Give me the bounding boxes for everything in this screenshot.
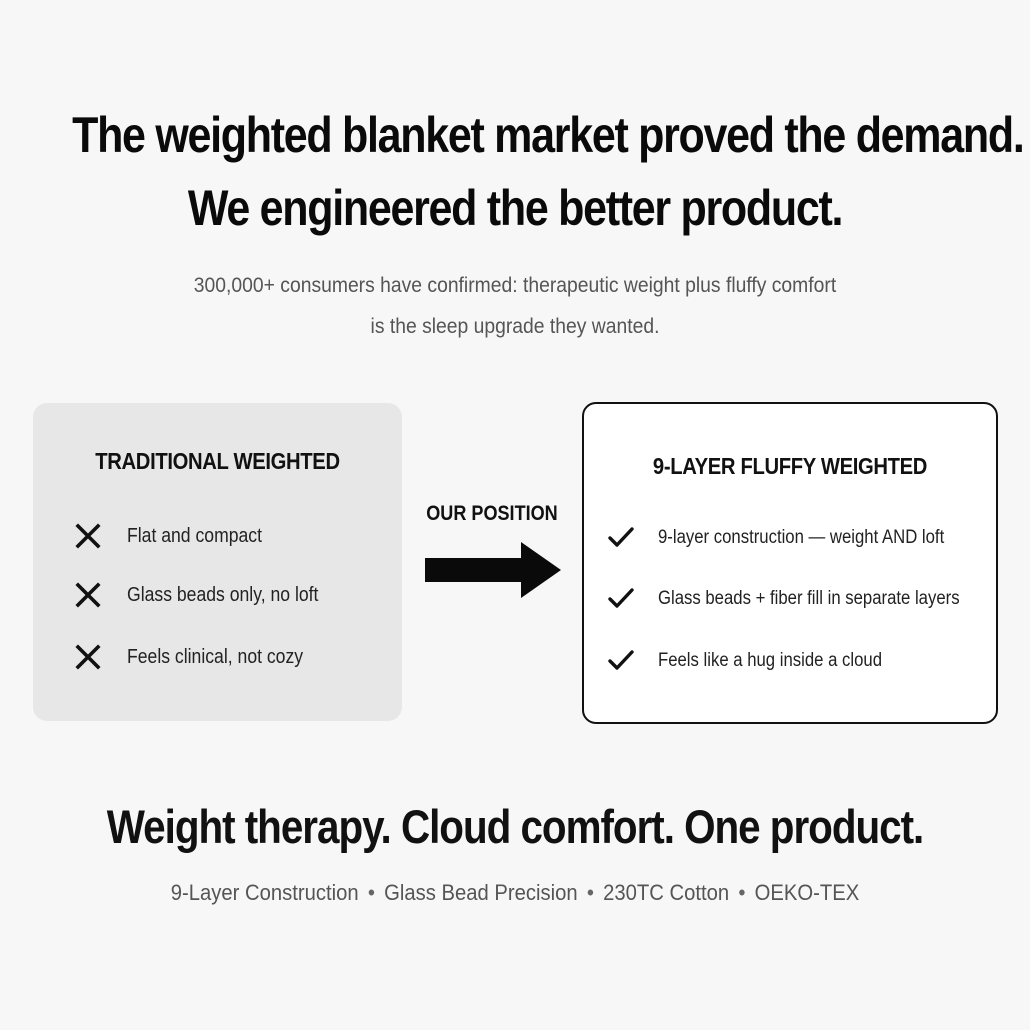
separator-dot: • [367,880,375,905]
subheadline-line-2: is the sleep upgrade they wanted. [370,315,660,338]
traditional-weighted-title: TRADITIONAL WEIGHTED [95,448,340,474]
separator-dot: • [738,880,746,905]
fluffy-item: Feels like a hug inside a cloud [584,645,913,675]
check-icon [608,588,634,608]
separator-dot: • [586,880,594,905]
fluffy-weighted-card: 9-LAYER FLUFFY WEIGHTED 9-layer construc… [582,402,998,724]
traditional-item: Feels clinical, not cozy [33,642,327,672]
headline-line-1: The weighted blanket market proved the d… [72,107,1025,163]
x-icon [75,582,101,608]
headline-line-2: We engineered the better product. [187,180,844,236]
feature-item: 9-Layer Construction [170,880,359,905]
x-icon [75,644,101,670]
traditional-item-label: Flat and compact [127,525,263,547]
tagline: Weight therapy. Cloud comfort. One produ… [106,800,924,853]
fluffy-item-label: Feels like a hug inside a cloud [658,649,883,671]
check-icon [608,527,634,547]
x-icon [75,523,101,549]
feature-item: Glass Bead Precision [384,880,578,905]
check-icon [608,650,634,670]
traditional-item-label: Glass beads only, no loft [127,584,319,606]
traditional-item: Glass beads only, no loft [33,580,345,610]
feature-list: 9-Layer Construction • Glass Bead Precisio… [41,882,989,904]
feature-item: OEKO-TEX [754,880,860,905]
fluffy-item-label: Glass beads + fiber fill in separate lay… [658,587,960,609]
traditional-weighted-card: TRADITIONAL WEIGHTED Flat and compact Gl… [33,403,402,721]
arrow-right-icon [425,542,561,598]
fluffy-item: 9-layer construction — weight AND loft [584,522,983,552]
fluffy-item-label: 9-layer construction — weight AND loft [658,526,945,548]
fluffy-weighted-title: 9-LAYER FLUFFY WEIGHTED [652,453,928,479]
traditional-item-label: Feels clinical, not cozy [127,646,304,668]
feature-item: 230TC Cotton [603,880,730,905]
traditional-item: Flat and compact [33,521,280,551]
arrow-label: OUR POSITION [426,502,558,525]
subheadline-line-1: 300,000+ consumers have confirmed: thera… [193,274,837,297]
fluffy-item: Glass beads + fiber fill in separate lay… [584,583,1001,613]
